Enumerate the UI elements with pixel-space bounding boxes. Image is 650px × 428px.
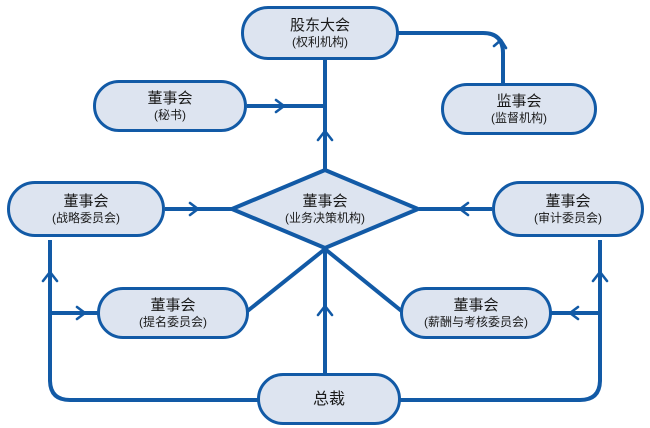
wire-president-left-to-strategy-committee <box>48 240 258 402</box>
arrowhead-upleft-supervisory-board <box>492 38 508 50</box>
arrowhead-left-compensation-committee <box>568 305 580 321</box>
node-nomination-committee[interactable]: 董事会 (提名委员会) <box>97 287 249 339</box>
node-shareholders-meeting-subtitle: (权利机构) <box>292 35 348 49</box>
node-nomination-committee-title: 董事会 <box>150 297 196 314</box>
wire-compensation-committee-to-board-decision <box>323 247 406 315</box>
node-president[interactable]: 总裁 <box>257 373 401 425</box>
node-supervisory-board[interactable]: 监事会 (监督机构) <box>441 83 597 135</box>
arrowhead-up-right-rail <box>591 270 609 283</box>
node-shareholders-meeting-title: 股东大会 <box>289 17 350 34</box>
arrowhead-up-to-shareholders-meeting <box>316 129 334 142</box>
node-audit-committee-title: 董事会 <box>545 193 591 210</box>
node-supervisory-board-subtitle: (监督机构) <box>491 111 547 125</box>
arrowhead-right-board-secretary <box>274 98 286 114</box>
wire-president-right-to-audit-committee <box>400 240 602 402</box>
wire-supervisory-board-to-shareholders-meeting <box>397 31 505 84</box>
node-audit-committee-subtitle: (审计委员会) <box>534 211 602 225</box>
node-board-secretary-subtitle: (秘书) <box>154 108 186 122</box>
diamond-shape <box>226 167 424 251</box>
node-board-secretary[interactable]: 董事会 (秘书) <box>93 80 247 132</box>
node-audit-committee[interactable]: 董事会 (审计委员会) <box>492 181 644 237</box>
arrowhead-left-audit-committee <box>458 201 470 217</box>
wire-nomination-committee-to-board-decision <box>243 247 327 315</box>
node-compensation-committee-title: 董事会 <box>453 297 499 314</box>
node-shareholders-meeting[interactable]: 股东大会 (权利机构) <box>241 6 399 60</box>
arrowhead-up-president-to-board-decision <box>316 304 334 317</box>
node-compensation-committee-subtitle: (薪酬与考核委员会) <box>424 315 528 329</box>
node-supervisory-board-title: 监事会 <box>496 93 542 110</box>
node-strategy-committee-title: 董事会 <box>63 193 109 210</box>
node-board-secretary-title: 董事会 <box>147 90 193 107</box>
node-strategy-committee[interactable]: 董事会 (战略委员会) <box>7 181 165 237</box>
node-compensation-committee[interactable]: 董事会 (薪酬与考核委员会) <box>400 287 552 339</box>
node-president-title: 总裁 <box>312 390 345 408</box>
arrowhead-right-nomination-committee <box>75 305 87 321</box>
node-board-decision[interactable]: 董事会 (业务决策机构) <box>226 167 424 251</box>
arrowhead-up-left-rail <box>41 270 59 283</box>
node-strategy-committee-subtitle: (战略委员会) <box>52 211 120 225</box>
arrowhead-right-strategy-committee <box>188 201 200 217</box>
node-nomination-committee-subtitle: (提名委员会) <box>139 315 207 329</box>
